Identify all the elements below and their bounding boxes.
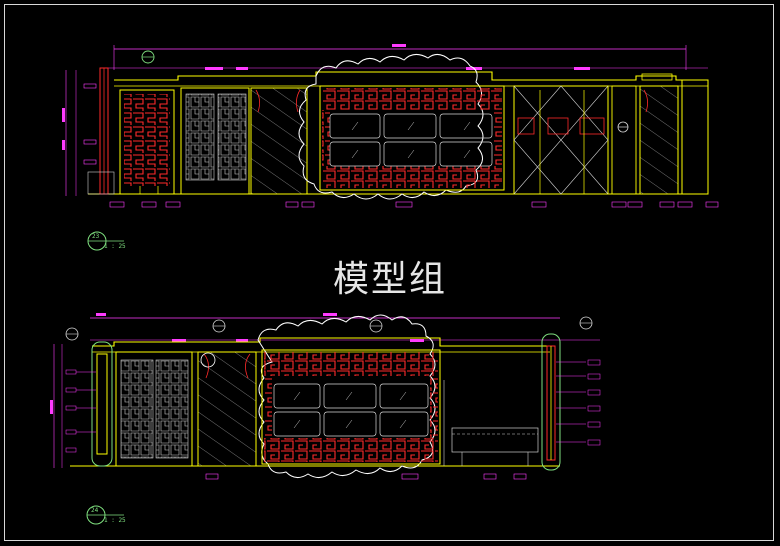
lattice-door-left-b bbox=[120, 359, 154, 459]
right-column-b bbox=[541, 333, 561, 471]
inset-panels-b bbox=[273, 383, 429, 437]
left-column-b bbox=[91, 341, 113, 467]
ceiling-profile-b bbox=[92, 337, 550, 347]
glass-panel-b bbox=[197, 351, 257, 467]
floor-tags-b bbox=[205, 473, 527, 480]
lattice-door-right-b bbox=[155, 359, 189, 459]
low-cabinet-b bbox=[451, 427, 539, 453]
elevation-a bbox=[62, 44, 719, 251]
elevation-b bbox=[50, 313, 601, 525]
glass-panel-a bbox=[250, 87, 308, 195]
right-leader-tags-b bbox=[556, 359, 601, 446]
inset-panels-a bbox=[329, 113, 493, 167]
elevation-b-number: 24 bbox=[91, 507, 99, 514]
watermark-text: 模型组 bbox=[332, 259, 447, 300]
ceiling-profile-a bbox=[114, 71, 708, 81]
elevation-a-number: 23 bbox=[92, 233, 100, 240]
fret-panel-left-a bbox=[124, 94, 170, 186]
lattice-door-right-a bbox=[217, 93, 247, 181]
lattice-door-left-a bbox=[185, 93, 215, 181]
central-fret-panel-b bbox=[261, 349, 441, 465]
elevation-b-scale: 1 : 25 bbox=[104, 517, 126, 524]
elevation-a-scale: 1 : 25 bbox=[104, 243, 126, 250]
floor-tags-a bbox=[109, 201, 719, 208]
sheet-border bbox=[4, 4, 774, 541]
glass-panel-right-a bbox=[639, 85, 679, 195]
central-fret-panel-a bbox=[319, 85, 505, 191]
